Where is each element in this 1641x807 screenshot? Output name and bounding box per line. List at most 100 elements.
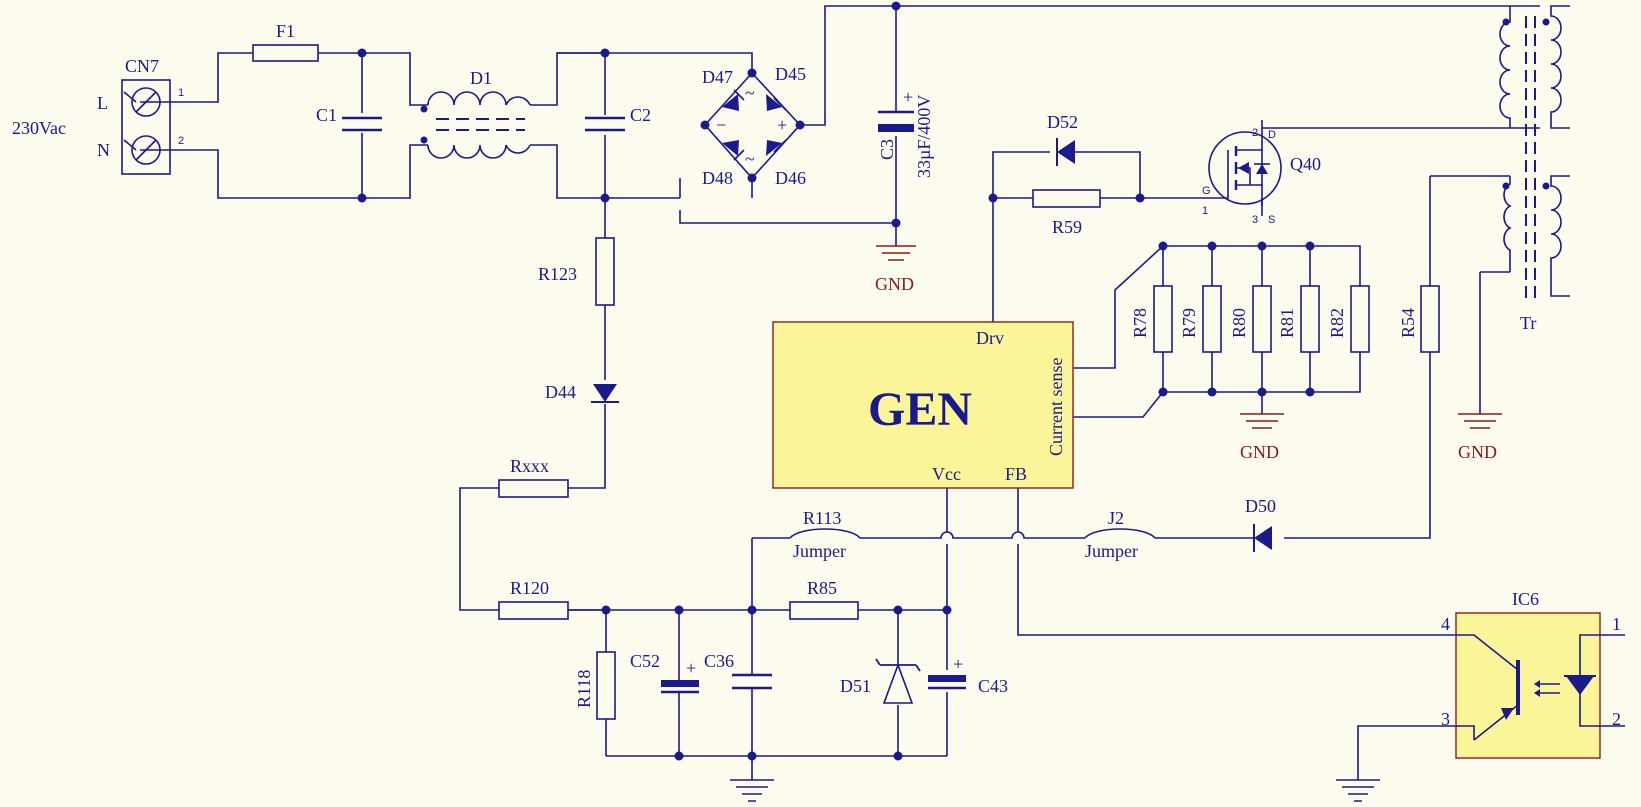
ground-symbol-ic6 — [1336, 779, 1380, 802]
resistor-r118 — [596, 651, 616, 720]
cn7-label: CN7 — [125, 56, 159, 76]
bridge-tilde-bottom: ~ — [745, 149, 755, 169]
vcc-pin-label: Vcc — [932, 464, 961, 484]
capacitor-c36 — [732, 673, 772, 690]
choke-d1 — [420, 91, 531, 159]
ic6-pin1: 1 — [1612, 614, 1621, 634]
ic6-pin4: 4 — [1441, 614, 1450, 634]
r54-label: R54 — [1398, 308, 1418, 338]
r123-label: R123 — [538, 264, 577, 284]
diode-d52 — [1056, 138, 1075, 166]
resistor-rxxx — [498, 479, 569, 498]
c43-label: C43 — [978, 676, 1008, 696]
j2-label: J2 — [1108, 508, 1124, 528]
r79-label: R79 — [1179, 308, 1199, 338]
drv-pin-label: Drv — [976, 328, 1004, 348]
resistor-r85 — [789, 601, 859, 620]
optocoupler-internals — [1456, 634, 1600, 741]
resistor-r123 — [595, 237, 615, 306]
wires — [140, 5, 1625, 780]
d50-label: D50 — [1245, 496, 1276, 516]
bridge-minus: − — [716, 115, 726, 135]
j2-jumper-label: Jumper — [1085, 541, 1138, 561]
transformer-tr — [1499, 5, 1570, 300]
r78-label: R78 — [1130, 308, 1150, 338]
bridge-rectifier — [703, 71, 802, 180]
jumper-r113 — [789, 528, 861, 539]
resistor-r120 — [498, 601, 569, 620]
gen-controller — [772, 321, 1074, 489]
connector-cn7 — [121, 79, 171, 175]
ic6-pin3: 3 — [1441, 709, 1450, 729]
gnd-label-aux: GND — [1458, 442, 1497, 462]
resistor-r79 — [1202, 285, 1222, 353]
c2-label: C2 — [630, 105, 651, 125]
capacitor-c3 — [878, 110, 914, 132]
mosfet-q40 — [1205, 128, 1282, 206]
rxxx-label: Rxxx — [510, 456, 549, 476]
zener-d51 — [875, 658, 921, 704]
ground-symbol-supply — [730, 779, 774, 802]
resistor-r81 — [1300, 285, 1320, 353]
d1-label: D1 — [470, 68, 492, 88]
bridge-tilde-top: ~ — [745, 83, 755, 103]
ic6-pin2: 2 — [1612, 709, 1621, 729]
r81-label: R81 — [1277, 308, 1297, 338]
ground-symbol-sense — [1240, 413, 1284, 429]
r85-label: R85 — [807, 578, 837, 598]
input-voltage-label: 230Vac — [12, 118, 66, 138]
resistor-r59 — [1032, 189, 1101, 208]
diode-d44 — [591, 384, 619, 403]
d45-label: D45 — [775, 64, 806, 84]
c3-label: C3 — [877, 139, 897, 160]
current-sense-pin-label: Current sense — [1046, 358, 1066, 456]
fb-pin-label: FB — [1005, 464, 1027, 484]
resistor-r78 — [1153, 285, 1173, 353]
q40-pin2: 2 — [1252, 127, 1258, 139]
resistor-r80 — [1252, 285, 1272, 353]
cn7-pin1: 1 — [178, 87, 184, 99]
resistor-r82 — [1350, 285, 1370, 353]
r59-label: R59 — [1052, 217, 1082, 237]
c43-plus: + — [953, 654, 963, 674]
q40-s: S — [1268, 214, 1275, 226]
d47-label: D47 — [702, 67, 733, 87]
resistor-r54 — [1420, 285, 1440, 353]
r120-label: R120 — [510, 578, 549, 598]
d48-label: D48 — [702, 168, 733, 188]
r113-jumper-label: Jumper — [793, 541, 846, 561]
fuse-f1 — [252, 44, 319, 62]
capacitor-c1 — [342, 116, 382, 132]
capacitor-c43 — [928, 675, 966, 690]
gen-label: GEN — [868, 383, 972, 436]
ic6-label: IC6 — [1512, 589, 1539, 609]
ground-symbol-aux — [1458, 413, 1502, 429]
q40-d: D — [1268, 129, 1276, 141]
r82-label: R82 — [1327, 308, 1347, 338]
r80-label: R80 — [1229, 308, 1249, 338]
ground-symbol-c3 — [876, 245, 916, 261]
r118-label: R118 — [574, 670, 594, 708]
c52-plus: + — [686, 658, 696, 678]
gnd-label-c3: GND — [875, 274, 914, 294]
bridge-plus: + — [777, 115, 787, 135]
d51-label: D51 — [840, 676, 871, 696]
d44-label: D44 — [545, 382, 576, 402]
f1-label: F1 — [276, 21, 295, 41]
gnd-label-sense: GND — [1240, 442, 1279, 462]
capacitor-c2 — [585, 116, 625, 132]
q40-pin1: 1 — [1202, 205, 1208, 217]
jumper-j2 — [1084, 528, 1156, 539]
neutral-label: N — [97, 140, 110, 160]
line-label: L — [97, 93, 108, 113]
c1-label: C1 — [316, 105, 337, 125]
q40-g: G — [1202, 185, 1211, 197]
capacitor-c52 — [661, 680, 699, 694]
tr-label: Tr — [1520, 313, 1536, 333]
c52-label: C52 — [630, 651, 660, 671]
cn7-pin2: 2 — [178, 135, 184, 147]
q40-label: Q40 — [1290, 154, 1321, 174]
diode-d50 — [1253, 524, 1272, 552]
d46-label: D46 — [775, 168, 806, 188]
